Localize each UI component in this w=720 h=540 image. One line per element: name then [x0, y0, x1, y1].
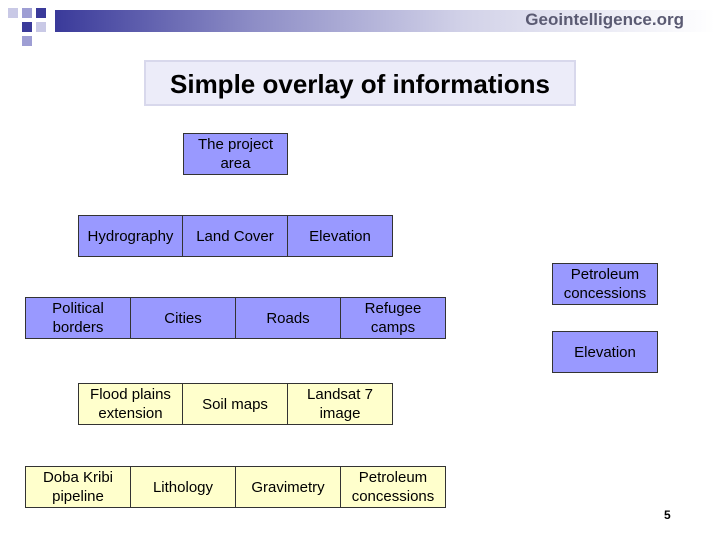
layer-political-borders: Political borders	[25, 297, 131, 339]
layer-roads: Roads	[235, 297, 341, 339]
brand-name: Geointelligence.org	[525, 10, 684, 29]
layer-land-cover: Land Cover	[182, 215, 288, 257]
slide-title: Simple overlay of informations	[144, 60, 576, 106]
layer-landsat-image: Landsat 7 image	[287, 383, 393, 425]
layer-doba-kribi-pipeline: Doba Kribi pipeline	[25, 466, 131, 508]
decor-square	[22, 22, 32, 32]
header-bar: Geointelligence.org	[0, 0, 720, 46]
layer-elevation: Elevation	[287, 215, 393, 257]
decor-square	[22, 36, 32, 46]
decor-square	[36, 8, 46, 18]
layer-refugee-camps: Refugee camps	[340, 297, 446, 339]
layer-flood-plains: Flood plains extension	[78, 383, 183, 425]
legend-elevation: Elevation	[552, 331, 658, 373]
header-gradient-bar	[55, 10, 715, 32]
layer-hydrography: Hydrography	[78, 215, 183, 257]
layer-cities: Cities	[130, 297, 236, 339]
legend-petroleum-concessions: Petroleum concessions	[552, 263, 658, 305]
layer-soil-maps: Soil maps	[182, 383, 288, 425]
slide-number: 5	[664, 508, 671, 522]
layer-petroleum-concessions: Petroleum concessions	[340, 466, 446, 508]
decor-square	[22, 8, 32, 18]
layer-gravimetry: Gravimetry	[235, 466, 341, 508]
layer-lithology: Lithology	[130, 466, 236, 508]
project-area-box: The project area	[183, 133, 288, 175]
decor-square	[8, 8, 18, 18]
decor-square	[36, 22, 46, 32]
